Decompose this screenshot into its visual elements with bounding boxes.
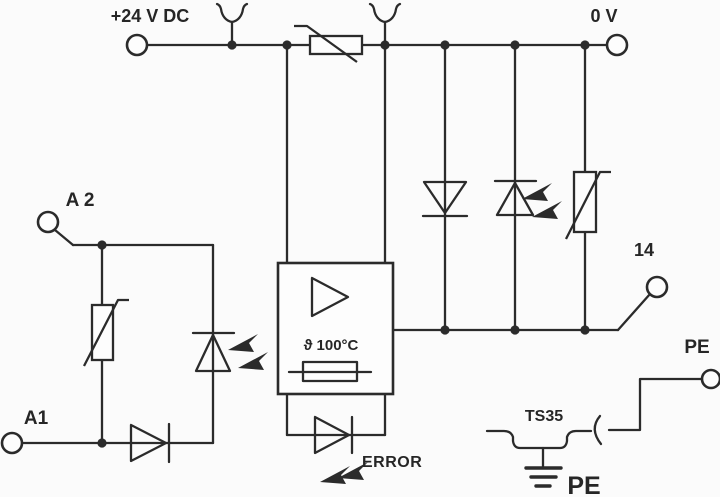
led-icon-status: [493, 179, 562, 219]
wire-a2-lead: [53, 228, 75, 247]
ground-icon: [524, 446, 563, 488]
supply-zero-label: 0 V: [590, 6, 617, 26]
junction-dot: [580, 40, 590, 50]
pe-ground-label: PE: [567, 472, 600, 497]
led-icon-input: [191, 331, 268, 373]
led-ray-icon: [338, 462, 368, 480]
junction-dot: [282, 40, 292, 50]
terminal-circle-0v: [605, 33, 629, 57]
led-icon-error: [313, 415, 368, 484]
led-ray-icon: [238, 352, 268, 370]
led-ray-icon: [228, 334, 258, 352]
circuit-wires: [20, 43, 704, 445]
supply-positive-label: +24 V DC: [111, 6, 190, 26]
led-ray-icon: [532, 201, 562, 219]
terminal-circle-24v: [125, 33, 149, 57]
wire-pe-to-rail: [607, 377, 704, 432]
junction-dot: [580, 325, 590, 335]
junction-dot: [380, 40, 390, 50]
varistor-icon-output: [564, 170, 611, 240]
led-ray-icon: [320, 466, 350, 484]
error-led-label: ERROR: [362, 454, 422, 471]
junction-dot: [510, 40, 520, 50]
tension-clamp-icon-right: [368, 2, 402, 47]
pe-terminal-label: PE: [684, 337, 709, 358]
module-box: ϑ 100°C: [276, 261, 395, 396]
varistor-icon-supply: [294, 24, 364, 63]
din-rail-icon: [485, 429, 593, 450]
terminal-circle-14: [645, 275, 669, 299]
wire-output-to-14: [616, 292, 652, 332]
diode-icon-suppressor: [421, 180, 469, 218]
junction-dots: [97, 40, 590, 448]
temperature-threshold-label: ϑ 100°C: [304, 337, 359, 354]
amplifier-icon: [310, 276, 350, 318]
tension-clamp-icon-left: [215, 2, 249, 47]
junction-dot: [227, 40, 237, 50]
terminal-circle-pe: [700, 368, 720, 390]
junction-dot: [510, 325, 520, 335]
varistor-icon-input: [82, 298, 129, 367]
mounting-rail-label: TS35: [525, 408, 563, 425]
diode-icon-input: [129, 422, 171, 464]
junction-dot: [440, 325, 450, 335]
terminal-circle-a1: [0, 431, 24, 455]
rail-clip-icon: [593, 414, 603, 446]
junction-dot: [97, 240, 107, 250]
output-14-label: 14: [634, 240, 654, 260]
input-a1-label: A1: [24, 408, 49, 429]
fuse-icon: [287, 360, 373, 383]
junction-dot: [440, 40, 450, 50]
led-ray-icon: [522, 183, 552, 201]
terminal-circle-a2: [36, 210, 60, 234]
junction-dot: [97, 438, 107, 448]
input-a2-label: A 2: [66, 190, 95, 211]
